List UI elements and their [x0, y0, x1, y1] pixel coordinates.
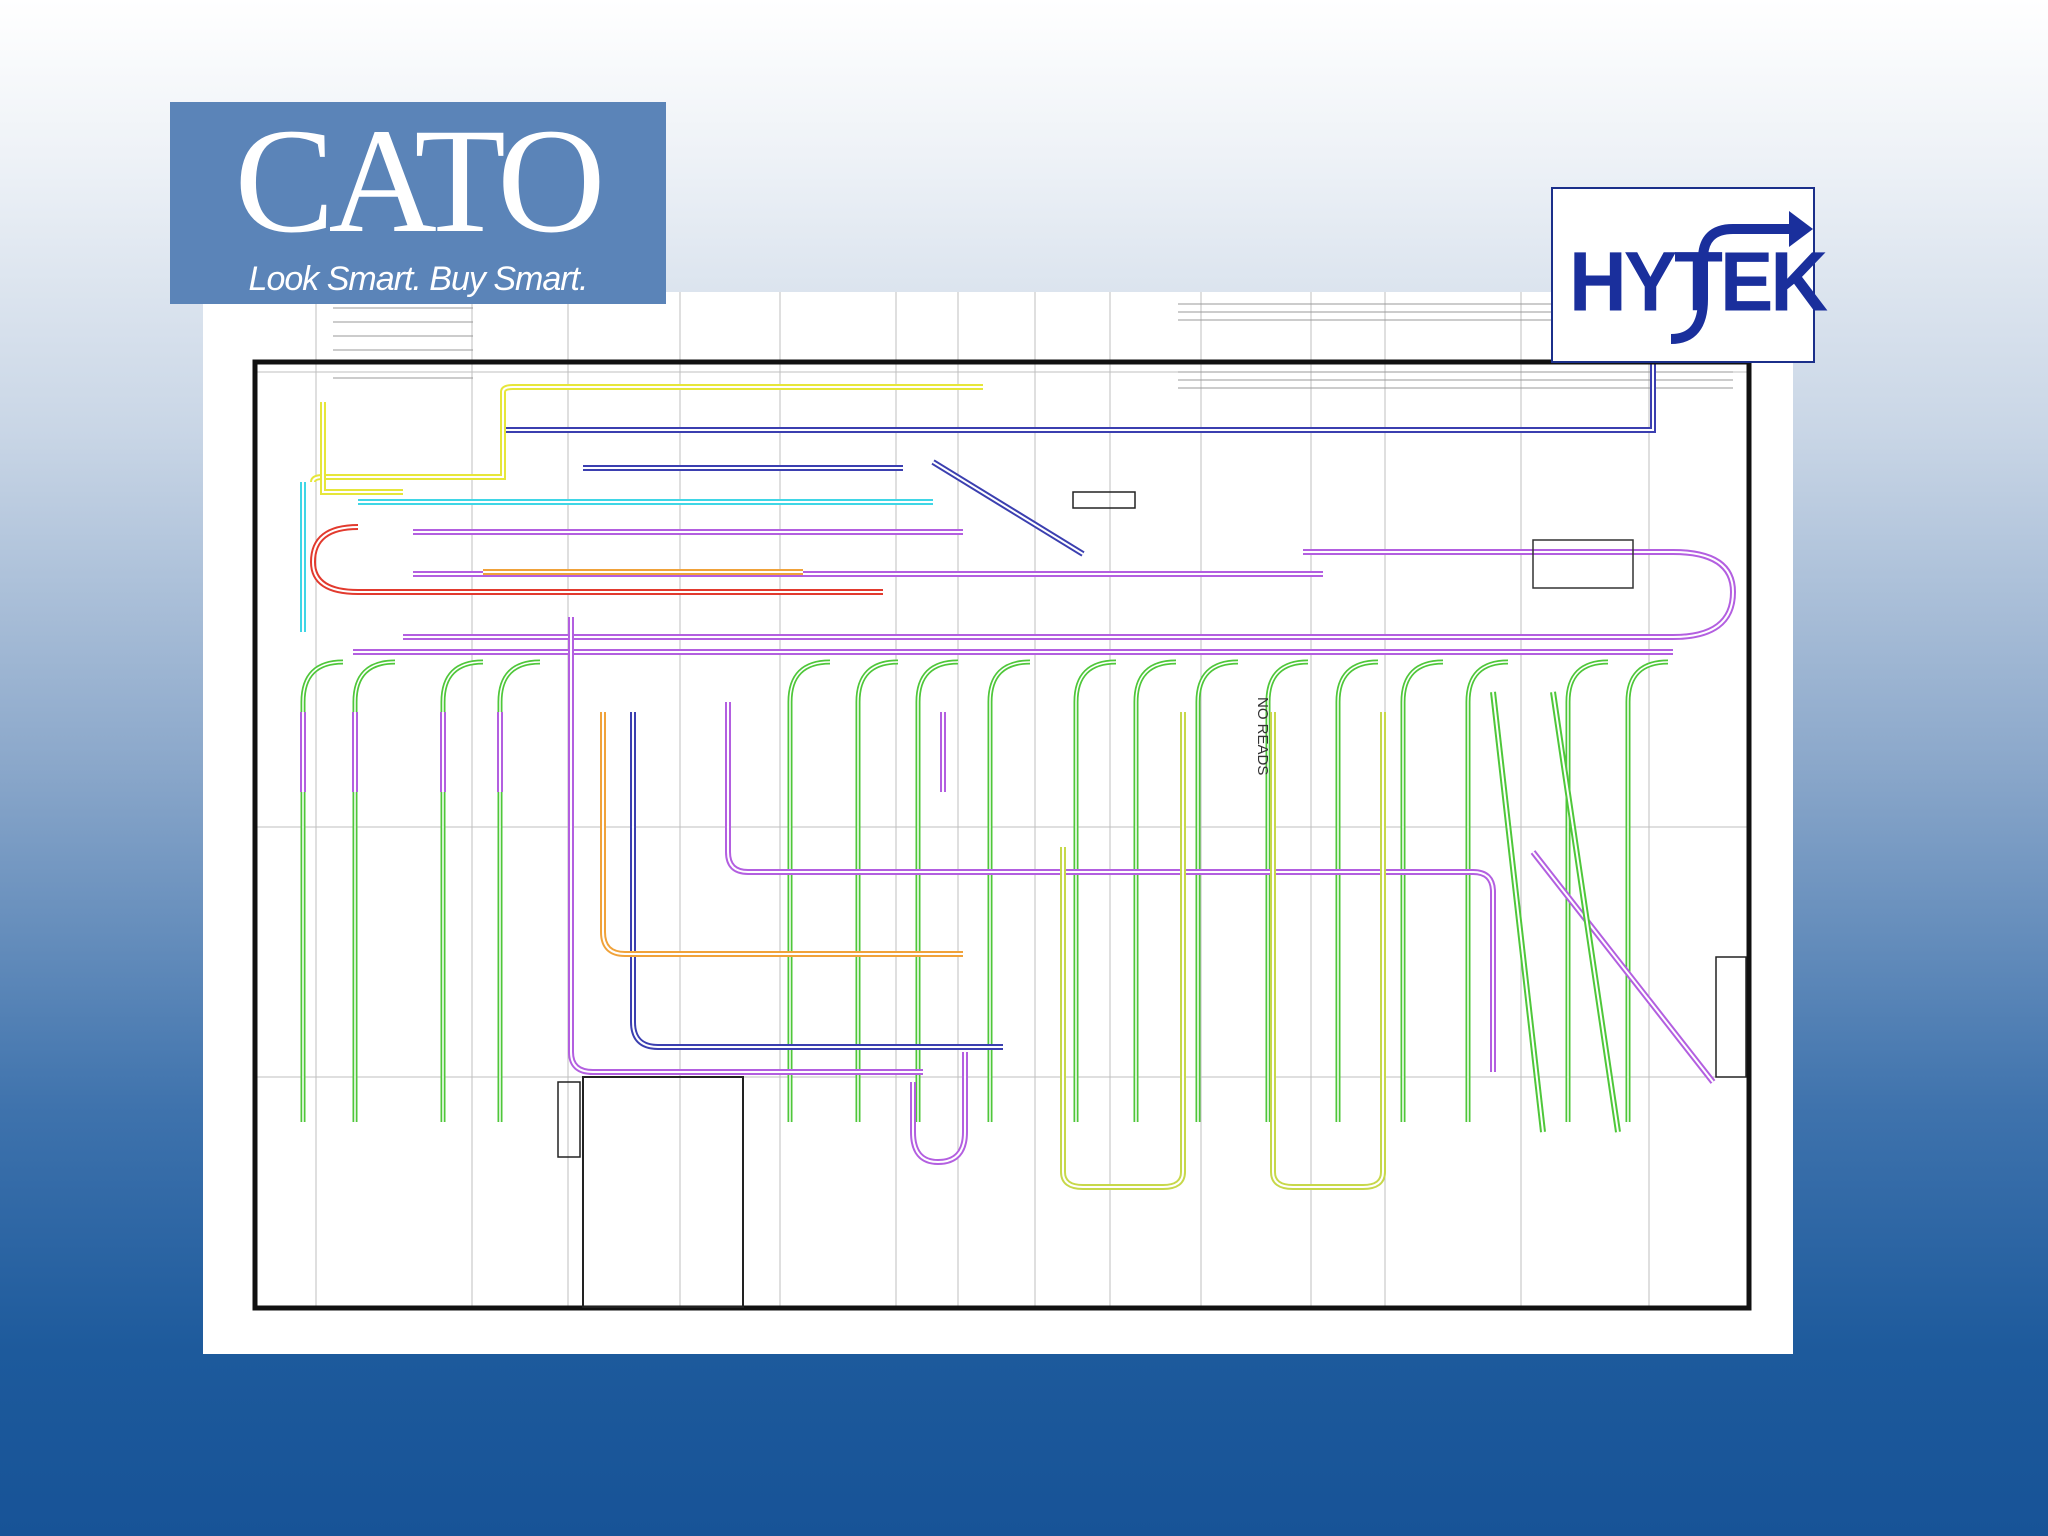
purple-return-line-core [570, 617, 923, 1073]
navy-return-line-core [632, 712, 1003, 1048]
takeaway-lane-core [302, 661, 344, 1122]
takeaway-lane-core [789, 661, 831, 1122]
conveyor-layout-drawing: NO READS [203, 292, 1793, 1354]
building-outline [252, 359, 1752, 1311]
conveyor-layout-svg: NO READS [252, 292, 1752, 1311]
orange-return-line-core [602, 712, 963, 955]
takeaway-lane [855, 659, 899, 1122]
stair-left [557, 1081, 581, 1158]
takeaway-lane-core [989, 661, 1031, 1122]
stair-right [1715, 956, 1747, 1078]
purple-return-line [568, 617, 923, 1075]
takeaway-lane [352, 659, 396, 1122]
takeaway-lane-core [1075, 661, 1117, 1122]
purple-u-loop-core [912, 1052, 966, 1164]
top-return-conveyor-core [503, 364, 1654, 431]
takeaway-lane-core [1337, 661, 1379, 1122]
takeaway-lane [1565, 659, 1609, 1122]
yellow-induct-line-core [312, 386, 983, 483]
grid-lines [255, 292, 1749, 1308]
takeaway-lane [1133, 659, 1177, 1122]
takeaway-lane [1465, 659, 1509, 1122]
conveyor-lines [300, 364, 1737, 1190]
takeaway-lane-core [1402, 661, 1444, 1122]
yellow-side-line-core [322, 402, 403, 493]
hytek-logo: HYTEK [1551, 187, 1828, 363]
cato-wordmark: CATO [234, 98, 606, 264]
diagonal-lane-core [1492, 691, 1544, 1133]
takeaway-lane-core [1627, 661, 1669, 1122]
takeaway-lane-core [1567, 661, 1609, 1122]
olive-u-loop-2 [1270, 712, 1386, 1190]
merge-unit [1532, 539, 1634, 589]
takeaway-lane [787, 659, 831, 1122]
takeaway-lane-core [1467, 661, 1509, 1122]
takeaway-lane-core [1135, 661, 1177, 1122]
purple-u-loop [910, 1052, 968, 1166]
navy-return-line [630, 712, 1003, 1050]
diagonal-lane-2-core [1552, 691, 1619, 1133]
takeaway-lane [915, 659, 959, 1122]
takeaway-lane [497, 659, 541, 1122]
takeaway-lane [1400, 659, 1444, 1122]
takeaway-lane [300, 659, 344, 1122]
takeaway-lane-core [1197, 661, 1239, 1122]
takeaway-lane-core [917, 661, 959, 1122]
no-reads-label: NO READS [1254, 697, 1271, 775]
top-return-conveyor [503, 364, 1656, 433]
takeaway-lane [440, 659, 484, 1122]
recirculation-loop [309, 524, 883, 595]
takeaway-lane [987, 659, 1031, 1122]
takeaway-lane [1625, 659, 1669, 1122]
takeaway-lane-core [857, 661, 899, 1122]
diagonal-transfer-line-core [1532, 851, 1714, 1083]
cato-logo: CATO Look Smart. Buy Smart. [170, 102, 666, 304]
sorter-loop-core [403, 551, 1735, 638]
hytek-arrow-icon [1670, 211, 1813, 344]
takeaway-lane-core [442, 661, 484, 1122]
purple-crossover-line-core [727, 702, 1494, 1072]
takeaway-lane [1195, 659, 1239, 1122]
olive-u-loop [1060, 712, 1186, 1190]
takeaway-lane [1335, 659, 1379, 1122]
incline-conveyor-core [932, 461, 1084, 555]
olive-u-loop-core [1062, 712, 1184, 1188]
takeaway-lane-core [354, 661, 396, 1122]
olive-u-loop-2-core [1272, 712, 1384, 1188]
takeaway-lane-core [499, 661, 541, 1122]
orange-return-line [600, 712, 963, 957]
cato-tagline: Look Smart. Buy Smart. [248, 260, 589, 298]
equipment-box [1072, 491, 1136, 509]
takeaway-lane-core [1267, 661, 1309, 1122]
dock-room [582, 1076, 744, 1308]
recirculation-loop-core [311, 526, 883, 593]
